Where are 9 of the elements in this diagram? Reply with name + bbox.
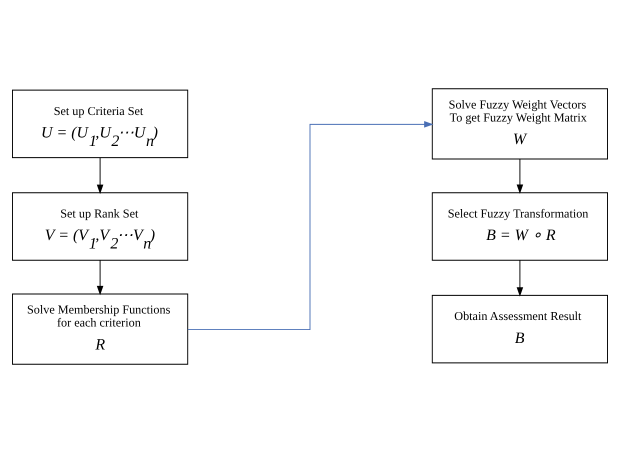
arrow — [96, 156, 104, 194]
node-box: Solve Membership Functions for each criterion R — [12, 293, 188, 364]
node-box: Solve Fuzzy Weight Vectors To get Fuzzy Weight Matrix W — [432, 88, 608, 159]
node-box: Obtain Assessment Result B — [432, 294, 608, 363]
node-box: Select Fuzzy Transformation B = W ∘ R — [432, 192, 608, 260]
arrow — [516, 158, 524, 194]
arrow — [96, 259, 104, 295]
arrow — [516, 259, 524, 296]
arrow — [187, 120, 434, 330]
